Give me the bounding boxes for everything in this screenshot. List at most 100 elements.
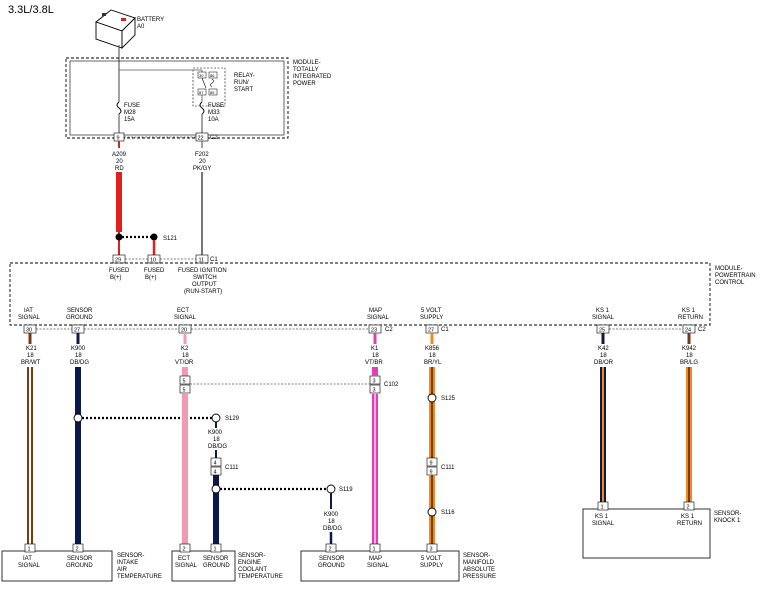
wire-k900c-gauge: 18 [328, 519, 335, 525]
pcm-conn-map: C2 [385, 327, 393, 333]
tipm-module: MODULE- TOTALLY INTEGRATED POWER [65, 57, 332, 139]
pcm-pin-10: 10 [150, 258, 156, 264]
sensor-iat-pin2-label-2: GROUND [66, 563, 93, 569]
sensor-iat-name-1: SENSOR- [117, 553, 144, 559]
wire-k42: K42 18 DB/OR [594, 333, 614, 502]
tipm-conn-c2: C2 [210, 135, 218, 141]
relay-pin-30: 30 [199, 73, 204, 78]
pcm-pin-map: 23 [371, 328, 377, 334]
sensor-map: 2 1 3 SENSOR GROUND MAP SIGNAL 5 VOLT SU… [300, 543, 496, 582]
c102-pin-3a: 3 [373, 379, 376, 385]
c102-pin-5a: 5 [183, 379, 186, 385]
wire-k21-color: BR/WT [21, 360, 41, 366]
wire-k900b-color: DB/DG [208, 444, 227, 450]
sensor-map-pin-3: 3 [430, 547, 433, 553]
wire-k42-code: K42 [598, 346, 609, 352]
sensor-knock-1: 1 2 KS 1 SIGNAL KS 1 RETURN SENSOR- KNOC… [582, 501, 741, 559]
splice-s129-label: S129 [225, 416, 240, 422]
tipm-label-4: POWER [293, 81, 316, 87]
pcm-fusedign-label-3: OUTPUT [192, 282, 217, 288]
pcm-pin-ks1r: 24 [685, 328, 691, 334]
pcm-sgnd-label-2: GROUND [66, 315, 93, 321]
wire-k942-color: BR/LG [680, 360, 698, 366]
sensor-ect-name-3: COOLANT [238, 567, 267, 573]
pcm-bottom-pins: 30 27 20 23 C2 27 C1 25 24 C2 [23, 324, 706, 334]
c111a-pin-4a: 4 [214, 461, 217, 467]
pcm-ks1r-label-2: RETURN [678, 315, 703, 321]
sensor-iat-pin1-label-2: SIGNAL [18, 563, 41, 569]
pcm-pin-ect: 20 [181, 328, 187, 334]
wire-k900c-code: K900 [324, 512, 339, 518]
wire-k900-a: K900 18 DB/DG S129 [70, 333, 240, 544]
pcm-conn-c1-top: C1 [210, 257, 218, 263]
fuse-m28-label-3: 15A [124, 117, 135, 123]
relay-coil-icon [210, 78, 214, 88]
sensor-iat-pin-1: 1 [28, 547, 31, 553]
wire-a209-gauge: 20 [116, 159, 123, 165]
splice-s121-dot-1 [115, 233, 123, 241]
pcm-pin-iat: 30 [26, 328, 32, 334]
pcm-ks1s-label-2: SIGNAL [592, 315, 615, 321]
pcm-bottom-labels: IAT SIGNAL SENSOR GROUND ECT SIGNAL MAP … [18, 308, 703, 321]
battery-negative-terminal-icon [102, 13, 106, 16]
tipm-label-1: MODULE- [293, 60, 321, 66]
relay-run-start: 30 87 86 85 RELAY- RUN/ START [119, 67, 255, 107]
sensor-iat: 1 2 IAT SIGNAL SENSOR GROUND SENSOR- INT… [1, 543, 162, 582]
tipm-label-3: INTEGRATED [293, 74, 332, 80]
splice-s121-label: S121 [163, 236, 178, 242]
wire-k1-code: K1 [371, 346, 379, 352]
pcm-ect-label-1: ECT [177, 308, 189, 314]
sensor-iat-pin-2: 2 [76, 547, 79, 553]
sensor-map-pin3-label-2: SUPPLY [420, 563, 443, 569]
sensor-map-pin2-label-1: SENSOR [319, 556, 345, 562]
sensor-knock-pin2-label-2: RETURN [677, 521, 702, 527]
fuse-m33-label-3: 10A [208, 117, 219, 123]
sensor-iat-name-2: INTAKE [117, 560, 138, 566]
pcm-module: MODULE- POWERTRAIN CONTROL [9, 262, 756, 326]
relay-contact-icon [201, 77, 207, 89]
sensor-map-pin-2: 2 [329, 547, 332, 553]
sensor-knock-name-2: KNOCK 1 [714, 518, 741, 524]
fuse-m28-label-2: M28 [124, 110, 136, 116]
wire-k2-gauge: 18 [182, 353, 189, 359]
splice-s116-label: S116 [441, 510, 455, 516]
wire-f202-code: F202 [195, 152, 209, 158]
sensor-map-pin2-label-2: GROUND [318, 563, 345, 569]
wire-k856-gauge: 18 [429, 353, 436, 359]
splice-s116-dot [427, 507, 437, 517]
wire-k42-gauge: 18 [600, 353, 607, 359]
sensor-knock-pin-1: 1 [601, 505, 604, 511]
wire-k42-color: DB/OR [594, 360, 614, 366]
pcm-label-2: POWERTRAIN [715, 273, 756, 279]
pcm-pin-11: 11 [199, 258, 205, 264]
relay-pin-85: 85 [210, 90, 215, 95]
splice-s121: S121 [115, 233, 178, 255]
tipm-pin-22: 22 [198, 136, 204, 142]
connector-c102-label: C102 [384, 382, 399, 388]
sensor-map-pin1-label-2: SIGNAL [367, 563, 390, 569]
diagram-title: 3.3L/3.8L [8, 4, 54, 16]
fuse-m33-label-1: FUSE [208, 103, 224, 109]
wire-k900b-code: K900 [208, 430, 223, 436]
splice-s125-label: S125 [441, 396, 456, 402]
wire-k900-c: K900 18 DB/DG [323, 493, 342, 544]
sensor-knock-pin1-label-1: KS 1 [595, 514, 609, 520]
battery: BATTERY A0 [95, 9, 164, 50]
wire-k942: K942 18 BR/LG [680, 333, 698, 502]
pcm-fusedign-label-4: (RUN-START) [184, 289, 222, 295]
splice-s121-dot-2 [150, 233, 158, 241]
sensor-iat-pin2-label-1: SENSOR [67, 556, 93, 562]
pcm-map-label-1: MAP [369, 308, 382, 314]
sensor-map-name-3: ABSOLUTE [463, 567, 495, 573]
wire-a209-code: A209 [112, 152, 127, 158]
battery-code: A0 [137, 24, 145, 30]
connector-c111a-label: C111 [225, 465, 239, 471]
sensor-map-pin1-label-1: MAP [369, 556, 382, 562]
wire-k856-code: K856 [425, 346, 440, 352]
splice-s119-label: S119 [339, 487, 353, 493]
wire-k942-code: K942 [682, 346, 697, 352]
wire-a209-color: RD [115, 166, 124, 172]
sensor-ect-name-1: SENSOR- [238, 553, 265, 559]
sensor-iat-name-3: AIR [117, 567, 128, 573]
